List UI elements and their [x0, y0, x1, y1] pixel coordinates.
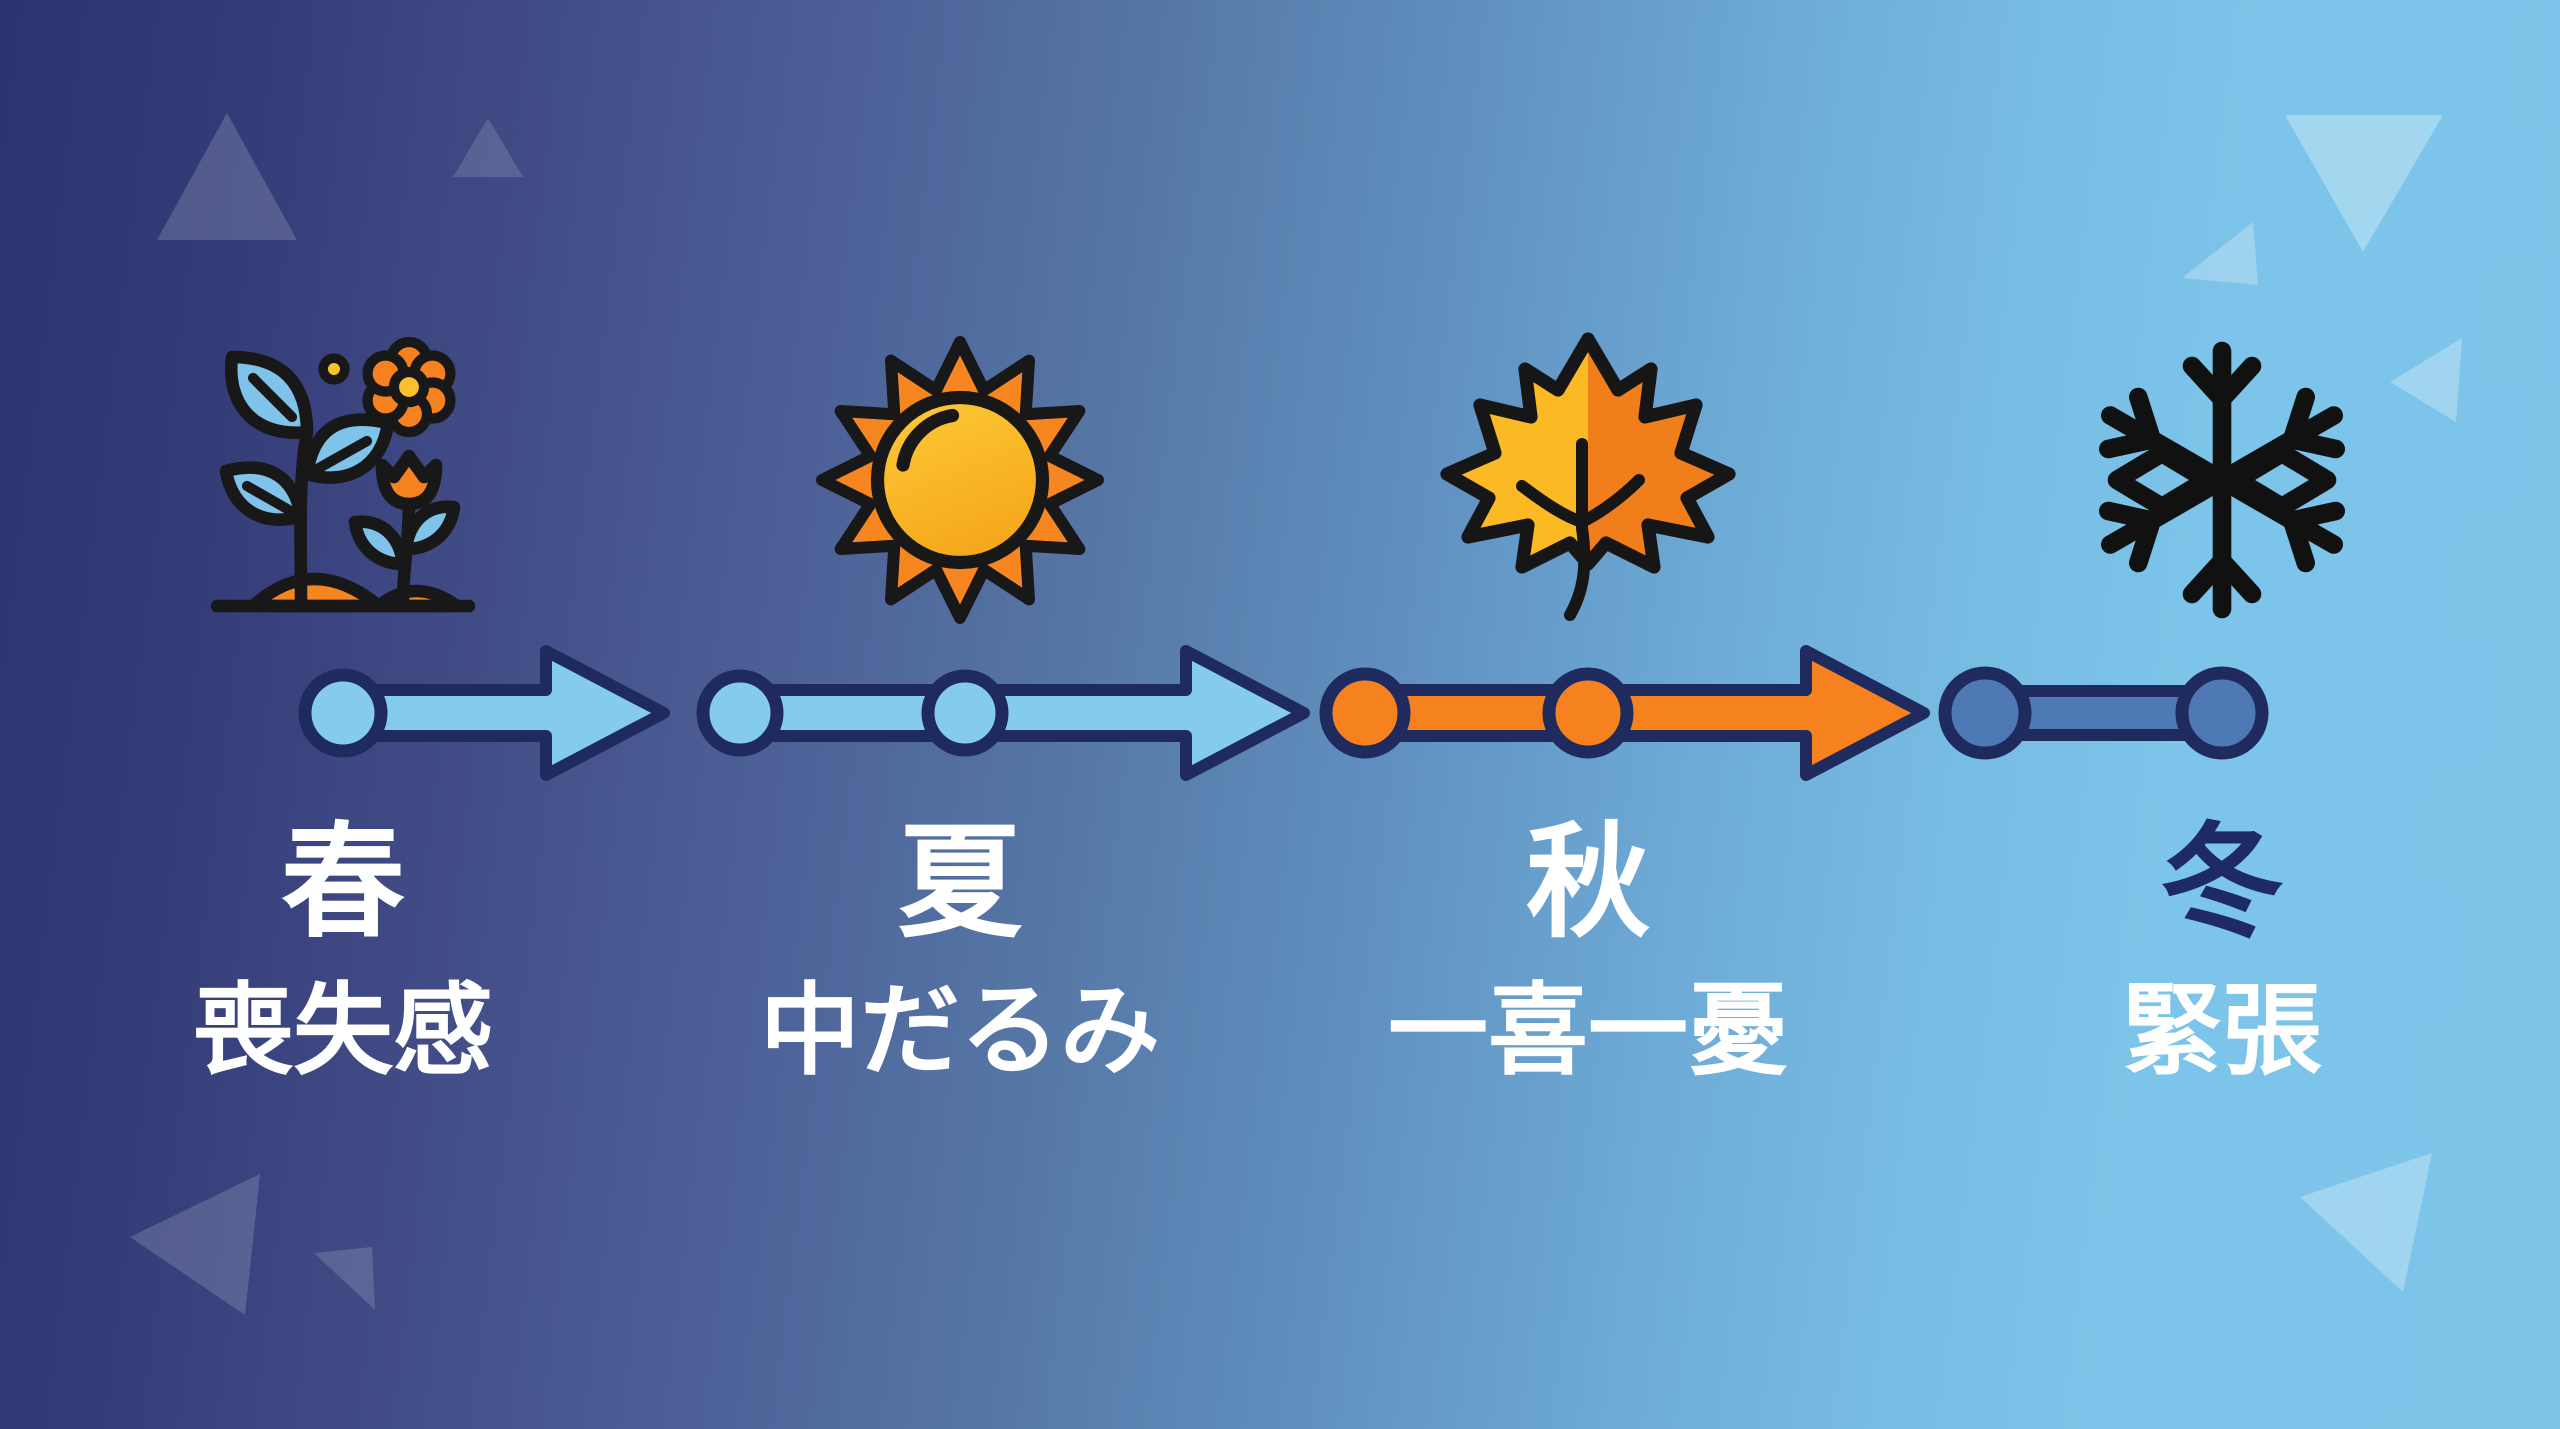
- timeline-dot-autumn: [1542, 667, 1634, 759]
- timeline-arrow-summer: [734, 645, 1310, 781]
- autumn-maple-leaf-icon: [1440, 332, 1736, 621]
- decor-triangle: [130, 1174, 260, 1315]
- season-column-summer: 夏 中だるみ: [640, 0, 1280, 1429]
- flower: [362, 336, 456, 438]
- decor-triangle: [2300, 1153, 2432, 1292]
- season-name-summer: 夏: [897, 811, 1022, 955]
- summer-sun-icon: [816, 336, 1104, 624]
- season-column-autumn: 秋 一喜一憂: [1268, 0, 1908, 1429]
- season-name-spring: 春: [280, 811, 405, 955]
- season-name-winter: 冬: [2159, 811, 2284, 955]
- season-feeling-winter: 緊張: [2122, 972, 2322, 1089]
- timeline-dot-spring: [298, 668, 388, 758]
- timeline-dots: [298, 666, 2269, 760]
- season-name-autumn: 秋: [1525, 811, 1650, 955]
- season-feeling-spring: 喪失感: [193, 972, 493, 1089]
- spring-plant-icon: [210, 336, 476, 613]
- leaf-veins: [1516, 438, 1645, 621]
- timeline-dot: [1938, 666, 2032, 760]
- decor-triangle: [2390, 338, 2462, 422]
- decor-triangle: [2182, 222, 2258, 285]
- decor-triangle: [314, 1247, 375, 1310]
- season-column-winter: 冬 緊張: [1902, 0, 2542, 1429]
- timeline-dot-winter: [2175, 666, 2269, 760]
- timeline-segments: [337, 645, 2228, 781]
- timeline-arrow-autumn: [1359, 645, 1930, 781]
- decor-triangle: [453, 118, 523, 177]
- winter-snowflake-icon: [2072, 341, 2372, 630]
- timeline-dot-summer: [921, 669, 1009, 757]
- season-feeling-summer: 中だるみ: [760, 972, 1160, 1089]
- sun-highlight-arc: [896, 408, 960, 472]
- season-feeling-autumn: 一喜一憂: [1388, 972, 1788, 1089]
- timeline-dot: [1319, 667, 1411, 759]
- decor-triangle: [2285, 115, 2443, 252]
- timeline-dot: [696, 669, 784, 757]
- season-column-spring: 春 喪失感: [23, 0, 663, 1429]
- decor-triangle: [157, 113, 297, 240]
